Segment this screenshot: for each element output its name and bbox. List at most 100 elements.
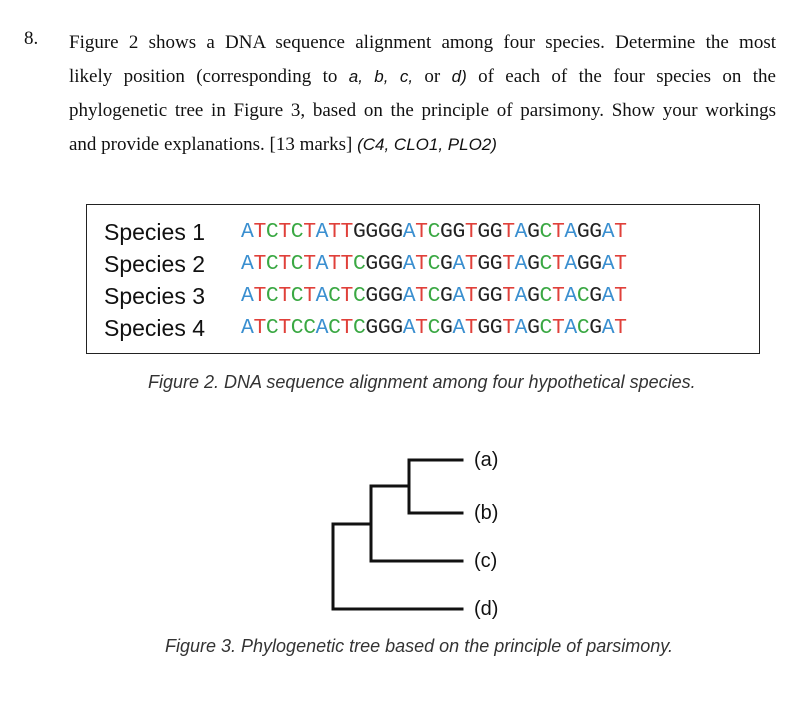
nucleotide-g: G <box>352 220 366 244</box>
leaf-label-c: (c) <box>474 550 498 572</box>
nucleotide-g: G <box>377 316 391 340</box>
nucleotide-t: T <box>502 316 515 340</box>
nucleotide-c: C <box>539 316 553 340</box>
nucleotide-a: A <box>452 316 465 340</box>
nucleotide-t: T <box>253 284 266 308</box>
nucleotide-a: A <box>514 252 528 276</box>
nucleotide-g: G <box>489 252 503 276</box>
nucleotide-t: T <box>328 220 341 244</box>
nucleotide-g: G <box>377 252 391 276</box>
nucleotide-g: G <box>377 220 391 244</box>
nucleotide-g: G <box>477 316 490 340</box>
nucleotide-a: A <box>601 220 615 244</box>
nucleotide-a: A <box>564 284 577 308</box>
nucleotide-g: G <box>365 284 378 308</box>
dna-sequence: ATCTCTATTGGGGATCGGTGGTAGCTAGGAT <box>241 216 627 248</box>
alignment-row-species-1: Species 1 ATCTCTATTGGGGATCGGTGGTAGCTAGGA… <box>87 216 759 248</box>
sequence-alignment-box: Species 1 ATCTCTATTGGGGATCGGTGGTAGCTAGGA… <box>86 204 760 354</box>
nucleotide-t: T <box>278 252 291 276</box>
nucleotide-c: C <box>290 252 304 276</box>
nucleotide-t: T <box>551 252 565 276</box>
nucleotide-t: T <box>303 284 316 308</box>
option-d-ref: d) <box>451 67 467 86</box>
nucleotide-t: T <box>502 252 515 276</box>
nucleotide-g: G <box>365 316 378 340</box>
nucleotide-a: A <box>452 252 465 276</box>
nucleotide-c: C <box>576 284 590 308</box>
nucleotide-a: A <box>315 316 329 340</box>
nucleotide-c: C <box>265 252 279 276</box>
nucleotide-t: T <box>551 220 565 244</box>
nucleotide-g: G <box>440 284 453 308</box>
alignment-row-species-2: Species 2 ATCTCTATTCGGGATCGATGGTAGCTAGGA… <box>87 248 759 280</box>
dna-sequence: ATCTCCACTCGGGATCGATGGTAGCTACGAT <box>241 312 627 344</box>
species-label: Species 2 <box>104 251 206 277</box>
nucleotide-c: C <box>576 316 590 340</box>
alignment-row-species-4: Species 4 ATCTCCACTCGGGATCGATGGTAGCTACGA… <box>87 312 759 344</box>
nucleotide-c: C <box>265 284 279 308</box>
nucleotide-g: G <box>390 284 403 308</box>
nucleotide-t: T <box>502 284 515 308</box>
nucleotide-t: T <box>551 316 565 340</box>
nucleotide-t: T <box>253 220 266 244</box>
nucleotide-g: G <box>489 220 503 244</box>
nucleotide-t: T <box>614 316 627 340</box>
nucleotide-c: C <box>328 316 341 340</box>
nucleotide-g: G <box>377 284 391 308</box>
question-line-1: Figure 2 shows a DNA sequence alignment … <box>69 32 776 53</box>
nucleotide-c: C <box>265 220 279 244</box>
nucleotide-t: T <box>303 220 316 244</box>
species-label: Species 1 <box>104 219 206 245</box>
option-a-ref: a, <box>348 67 363 86</box>
nucleotide-c: C <box>539 284 553 308</box>
nucleotide-t: T <box>253 252 266 276</box>
nucleotide-c: C <box>328 284 341 308</box>
nucleotide-a: A <box>514 220 528 244</box>
tree-branches <box>331 458 464 611</box>
phylogenetic-tree: (a) (b) (c) (d) <box>325 444 525 624</box>
nucleotide-c: C <box>539 220 553 244</box>
nucleotide-c: C <box>303 316 316 340</box>
nucleotide-t: T <box>340 284 354 308</box>
leaf-label-a: (a) <box>474 449 499 471</box>
nucleotide-g: G <box>589 316 602 340</box>
nucleotide-g: G <box>489 316 503 340</box>
nucleotide-g: G <box>452 220 465 244</box>
dna-sequence: ATCTCTACTCGGGATCGATGGTAGCTACGAT <box>241 280 627 312</box>
nucleotide-t: T <box>614 220 627 244</box>
nucleotide-t: T <box>464 284 478 308</box>
nucleotide-c: C <box>427 220 441 244</box>
nucleotide-t: T <box>415 284 428 308</box>
nucleotide-a: A <box>402 220 416 244</box>
nucleotide-a: A <box>601 284 615 308</box>
nucleotide-t: T <box>340 252 354 276</box>
nucleotide-t: T <box>464 316 478 340</box>
species-label: Species 4 <box>104 315 206 341</box>
nucleotide-g: G <box>576 220 590 244</box>
nucleotide-c: C <box>539 252 553 276</box>
nucleotide-g: G <box>589 284 602 308</box>
nucleotide-a: A <box>315 220 329 244</box>
dna-sequence: ATCTCTATTCGGGATCGATGGTAGCTAGGAT <box>241 248 627 280</box>
question-line-2: likely position (corresponding to a, b, … <box>69 66 776 87</box>
nucleotide-c: C <box>265 316 279 340</box>
nucleotide-g: G <box>390 316 403 340</box>
nucleotide-g: G <box>390 220 403 244</box>
nucleotide-t: T <box>303 252 316 276</box>
nucleotide-a: A <box>564 252 577 276</box>
nucleotide-g: G <box>477 284 490 308</box>
nucleotide-a: A <box>514 284 528 308</box>
figure-3-caption: Figure 3. Phylogenetic tree based on the… <box>165 636 673 656</box>
leaf-label-b: (b) <box>474 502 499 524</box>
species-label: Species 3 <box>104 283 206 309</box>
nucleotide-t: T <box>415 252 428 276</box>
question-line-4: and provide explanations. [13 marks] (C4… <box>69 134 497 155</box>
nucleotide-a: A <box>241 220 254 244</box>
nucleotide-a: A <box>564 220 577 244</box>
nucleotide-t: T <box>415 220 428 244</box>
nucleotide-g: G <box>390 252 403 276</box>
nucleotide-a: A <box>402 252 416 276</box>
nucleotide-t: T <box>278 220 291 244</box>
nucleotide-t: T <box>415 316 428 340</box>
nucleotide-a: A <box>241 316 254 340</box>
